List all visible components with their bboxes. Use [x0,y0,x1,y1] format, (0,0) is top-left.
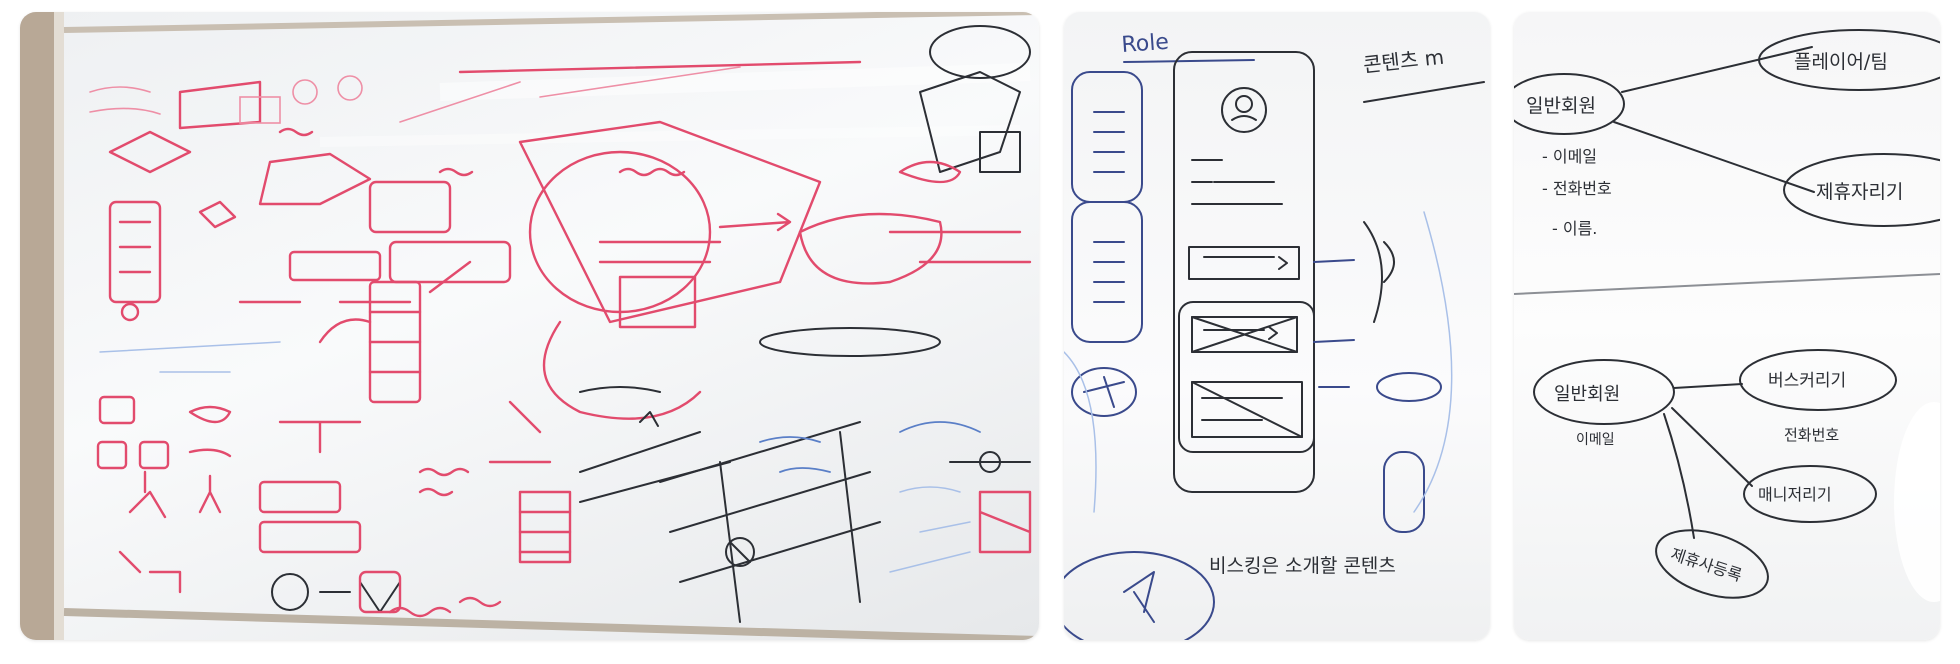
bottom-branch-manager: 매니저리기 [1758,485,1832,504]
whiteboard-sketches-right: 일반회원 플레이어/팀 제휴자리기 - 이메일 - 전화번호 - 이름. 일반회… [1514,29,1940,602]
bottom-branch-busker: 버스커리기 [1768,371,1846,391]
whiteboard-sketches-middle: Role 콘텐츠 m 비스킹은 소개할 콘텐츠 [1064,30,1485,640]
bottom-note-phone: 전화번호 [1784,426,1839,444]
whiteboard-photo-middle: Role 콘텐츠 m 비스킹은 소개할 콘텐츠 [1064,12,1490,640]
top-branch-partner: 제휴자리기 [1816,181,1903,203]
top-root-node: 일반회원 [1526,95,1596,117]
whiteboard-photo-right: 일반회원 플레이어/팀 제휴자리기 - 이메일 - 전화번호 - 이름. 일반회… [1514,12,1940,640]
content-tag: 콘텐츠 m [1362,45,1445,77]
whiteboard-sketches-left [20,12,1039,640]
top-branch-player: 플레이어/팀 [1794,51,1888,73]
bottom-branch-partner-reg: 제휴사등록 [1668,544,1744,585]
list-name: - 이름. [1552,219,1597,238]
bottom-root-node: 일반회원 [1554,384,1620,405]
bottom-note-email: 이메일 [1576,432,1615,448]
whiteboard-photo-left [20,12,1039,640]
list-email: - 이메일 [1542,147,1597,166]
bottom-note: 비스킹은 소개할 콘텐츠 [1209,555,1396,577]
list-phone: - 전화번호 [1542,179,1612,198]
role-heading: Role [1121,30,1170,58]
